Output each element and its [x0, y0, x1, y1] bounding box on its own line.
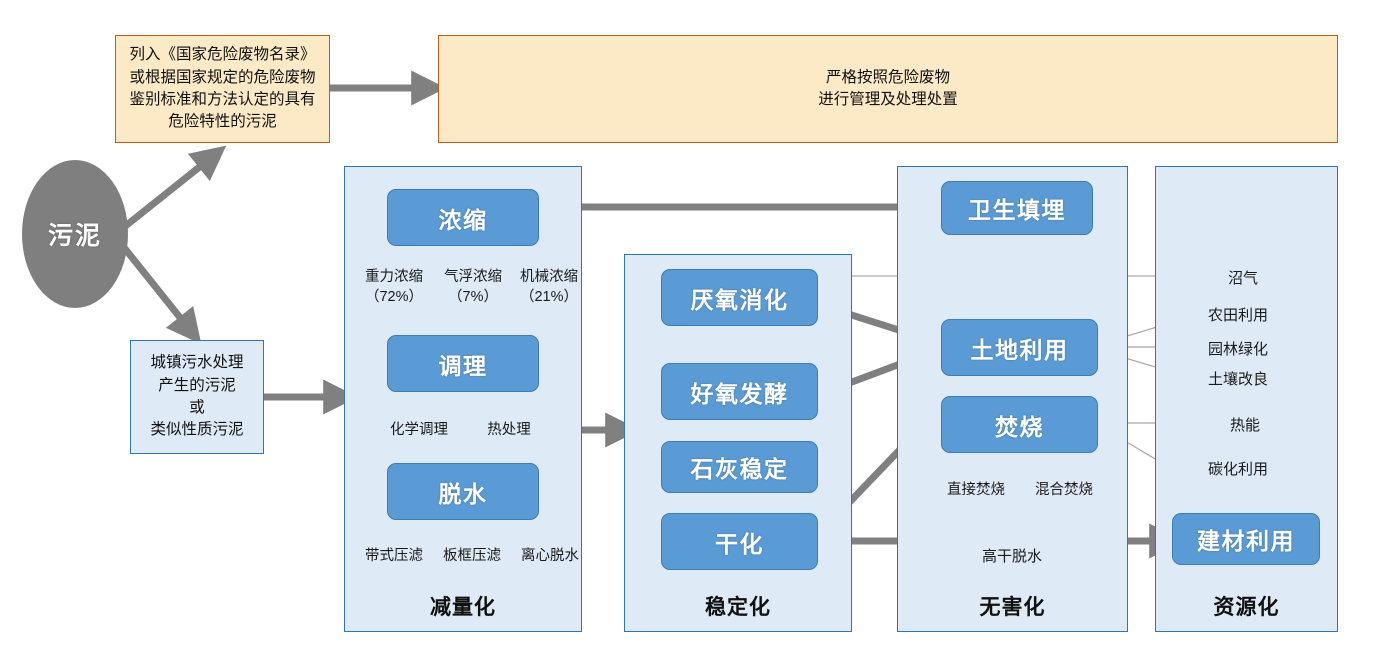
sublabel-gravity-thickening: 重力浓缩 （72%）: [364, 269, 424, 305]
output-biogas: 沼气: [1228, 270, 1259, 287]
process-land-application[interactable]: 土地利用: [941, 319, 1098, 376]
municipal-sludge-box[interactable]: 城镇污水处理 产生的污泥 或 类似性质污泥: [130, 340, 264, 454]
process-building-material-use[interactable]: 建材利用: [1172, 513, 1320, 565]
process-aerobic-fermentation-label: 好氧发酵: [690, 380, 789, 407]
sublabel-direct-incineration: 直接焚烧: [947, 482, 1005, 498]
process-sanitary-landfill-label: 卫生填埋: [968, 197, 1066, 223]
hazard-classification-box[interactable]: 列入《国家危险废物名录》 或根据国家规定的危险废物 鉴别标准和方法认定的具有 危…: [115, 35, 330, 143]
process-anaerobic-digestion[interactable]: 厌氧消化: [661, 269, 818, 326]
source-sludge-ellipse[interactable]: 污泥: [22, 160, 128, 308]
sublabel-plate-frame-press: 板框压滤: [443, 548, 501, 564]
panel-resource-title: 资源化: [1213, 596, 1280, 619]
process-sanitary-landfill[interactable]: 卫生填埋: [941, 181, 1093, 235]
panel-reduction-title: 减量化: [430, 596, 496, 619]
output-thermal-energy: 热能: [1230, 417, 1261, 434]
sublabel-centrifugal-dewatering: 离心脱水: [521, 548, 579, 564]
sublabel-belt-press: 带式压滤: [365, 548, 423, 564]
process-incineration-label: 焚烧: [995, 413, 1044, 440]
process-lime-stabilization[interactable]: 石灰稳定: [661, 441, 818, 493]
process-conditioning-label: 调理: [438, 352, 488, 379]
panel-stabilization-title: 稳定化: [705, 596, 771, 619]
edge-label-high-dry-dewater: 高干脱水: [982, 548, 1043, 565]
process-aerobic-fermentation[interactable]: 好氧发酵: [661, 363, 818, 420]
output-carbonization-use: 碳化利用: [1208, 461, 1269, 478]
sublabel-flotation-thickening: 气浮浓缩 （7%）: [444, 269, 502, 305]
source-sludge-label: 污泥: [47, 222, 102, 250]
process-incineration[interactable]: 焚烧: [941, 396, 1098, 453]
edge-sludge-to-municipal: [115, 237, 202, 345]
hazard-treatment-banner[interactable]: 严格按照危险废物 进行管理及处理处置: [438, 35, 1338, 143]
process-building-material-use-label: 建材利用: [1197, 528, 1295, 554]
sublabel-chemical-conditioning: 化学调理: [390, 422, 448, 438]
process-land-application-label: 土地利用: [970, 336, 1069, 363]
process-thickening-label: 浓缩: [438, 206, 488, 233]
edge-sludge-to-hazard: [115, 145, 227, 235]
hazard-treatment-text: 严格按照危险废物 进行管理及处理处置: [818, 68, 958, 108]
process-lime-stabilization-label: 石灰稳定: [690, 456, 789, 482]
output-farmland-use: 农田利用: [1208, 307, 1269, 324]
process-anaerobic-digestion-label: 厌氧消化: [690, 286, 789, 313]
process-dewatering-label: 脱水: [438, 480, 488, 507]
sublabel-co-incineration: 混合焚烧: [1035, 482, 1093, 498]
output-soil-improvement: 土壤改良: [1208, 371, 1269, 388]
panel-harmless-title: 无害化: [979, 596, 1046, 619]
process-dewatering[interactable]: 脱水: [387, 463, 539, 520]
hazard-classification-text: 列入《国家危险废物名录》 或根据国家规定的危险废物 鉴别标准和方法认定的具有 危…: [129, 46, 316, 131]
process-conditioning[interactable]: 调理: [387, 335, 539, 392]
process-drying[interactable]: 干化: [661, 513, 818, 570]
sublabel-heat-treatment: 热处理: [487, 422, 531, 438]
sublabel-mechanical-thickening: 机械浓缩 （21%）: [519, 269, 579, 305]
process-drying-label: 干化: [715, 530, 764, 557]
output-landscaping: 园林绿化: [1208, 341, 1269, 358]
process-thickening[interactable]: 浓缩: [387, 189, 539, 246]
municipal-sludge-text: 城镇污水处理 产生的污泥 或 类似性质污泥: [150, 354, 244, 439]
